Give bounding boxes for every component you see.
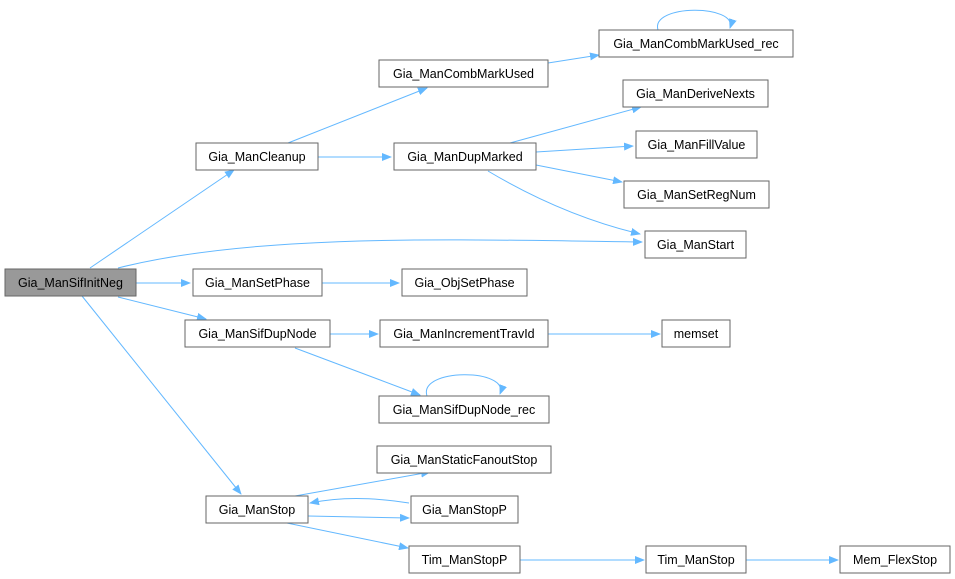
node-gia-mancombmarkused-rec[interactable]: Gia_ManCombMarkUsed_rec xyxy=(598,29,794,58)
node-gia-manderivenexts[interactable]: Gia_ManDeriveNexts xyxy=(622,79,769,108)
node-label: Tim_ManStop xyxy=(657,553,734,567)
edge-siftinitneg-to-sifdupnode xyxy=(117,296,207,321)
node-label: Tim_ManStopP xyxy=(422,553,508,567)
edge-dupmarked-to-derivenexts xyxy=(509,105,642,144)
node-label: Gia_ObjSetPhase xyxy=(414,276,514,290)
edge-dupmarked-to-setregnum xyxy=(535,164,623,185)
node-label: Gia_ManStaticFanoutStop xyxy=(391,453,538,467)
edge-siftinitneg-to-manstop xyxy=(81,295,242,495)
node-gia-mansetregnum[interactable]: Gia_ManSetRegNum xyxy=(623,180,770,209)
node-label: Gia_ManStop xyxy=(219,503,295,517)
edge-combmarkused-to-rec xyxy=(547,52,600,64)
node-label: Gia_ManDupMarked xyxy=(407,150,522,164)
node-label: Gia_ManSifDupNode xyxy=(198,327,316,341)
edge-siftinitneg-to-manstart xyxy=(117,237,643,269)
node-gia-manstop[interactable]: Gia_ManStop xyxy=(205,495,309,524)
node-mem-flexstop[interactable]: Mem_FlexStop xyxy=(839,545,951,574)
node-label: Gia_ManSetRegNum xyxy=(637,188,756,202)
node-label: Gia_ManIncrementTravId xyxy=(393,327,534,341)
node-tim-manstop[interactable]: Tim_ManStop xyxy=(645,545,747,574)
edge-manstop-to-timmanstopp xyxy=(281,521,409,551)
node-gia-mansifinitneg[interactable]: Gia_ManSifInitNeg xyxy=(4,268,137,297)
edge-siftinitneg-to-cleanup xyxy=(89,169,235,269)
node-label: Gia_ManCombMarkUsed xyxy=(393,67,534,81)
node-gia-mansifdupnode-rec[interactable]: Gia_ManSifDupNode_rec xyxy=(378,395,550,424)
edge-sifdupnode-to-rec xyxy=(294,347,421,396)
node-gia-manstart[interactable]: Gia_ManStart xyxy=(644,230,747,259)
node-gia-mansetphase[interactable]: Gia_ManSetPhase xyxy=(192,268,323,297)
node-label: Gia_ManSifInitNeg xyxy=(18,276,123,290)
node-label: Gia_ManSetPhase xyxy=(205,276,310,290)
node-gia-manstaticfanoutstop[interactable]: Gia_ManStaticFanoutStop xyxy=(376,445,552,474)
node-label: Mem_FlexStop xyxy=(853,553,937,567)
node-label: Gia_ManCombMarkUsed_rec xyxy=(613,37,778,51)
node-label: Gia_ManCleanup xyxy=(208,150,305,164)
edge-dupmarked-to-fillvalue xyxy=(535,142,634,153)
node-gia-mancombmarkused[interactable]: Gia_ManCombMarkUsed xyxy=(378,59,549,88)
node-gia-manincrementtravid[interactable]: Gia_ManIncrementTravId xyxy=(379,319,549,348)
node-tim-manstopp[interactable]: Tim_ManStopP xyxy=(408,545,521,574)
node-gia-manstopp[interactable]: Gia_ManStopP xyxy=(410,495,519,524)
edge-manstopp-to-manstop xyxy=(309,497,410,506)
edge-sifdupnode-rec-self-loop xyxy=(426,374,507,397)
node-label: Gia_ManFillValue xyxy=(648,138,746,152)
edge-rec-self-loop xyxy=(657,9,737,31)
edge-manstop-to-manstopp xyxy=(307,513,410,522)
edges xyxy=(81,9,839,564)
node-label: Gia_ManStopP xyxy=(422,503,507,517)
node-memset[interactable]: memset xyxy=(661,319,731,348)
node-label: Gia_ManSifDupNode_rec xyxy=(393,403,535,417)
node-label: memset xyxy=(674,327,719,341)
edge-manstop-to-staticfanoutstop xyxy=(294,469,431,497)
node-gia-mandupmarked[interactable]: Gia_ManDupMarked xyxy=(393,142,537,171)
edge-dupmarked-to-manstart xyxy=(487,170,641,236)
edge-cleanup-to-combmarkused xyxy=(287,87,428,144)
node-label: Gia_ManStart xyxy=(657,238,735,252)
node-label: Gia_ManDeriveNexts xyxy=(636,87,755,101)
node-gia-mansifdupnode[interactable]: Gia_ManSifDupNode xyxy=(184,319,331,348)
nodes: Gia_ManSifInitNeg Gia_ManCleanup Gia_Man… xyxy=(4,29,951,574)
node-gia-mancleanup[interactable]: Gia_ManCleanup xyxy=(195,142,319,171)
node-gia-objsetphase[interactable]: Gia_ObjSetPhase xyxy=(401,268,528,297)
node-gia-manfillvalue[interactable]: Gia_ManFillValue xyxy=(635,130,758,159)
